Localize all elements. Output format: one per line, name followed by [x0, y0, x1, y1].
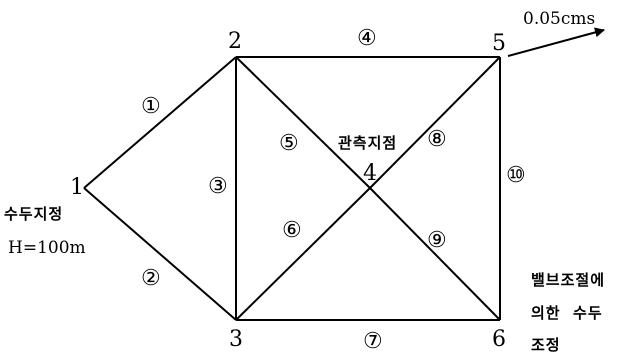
valve-note-line-1: 밸브조절에 — [531, 271, 605, 289]
node-1-label: 1 — [70, 175, 84, 200]
pipe-5-label: ⑤ — [279, 131, 299, 156]
valve-note-line-3: 조정 — [531, 336, 561, 354]
pipe-7-label: ⑦ — [363, 329, 383, 354]
head-node-title: 수두지정 — [4, 205, 63, 223]
pipe-6-label: ⑥ — [282, 218, 302, 243]
outflow-arrow — [507, 27, 605, 57]
flow-rate-label: 0.05cms — [523, 9, 595, 29]
pipe-1-label: ① — [141, 94, 161, 119]
node-2-label: 2 — [228, 29, 242, 54]
pipe-9 — [369, 187, 501, 321]
node-6-label: 6 — [492, 327, 506, 352]
pipe-1 — [83, 56, 237, 189]
node-4-label: 4 — [363, 161, 377, 186]
valve-note-line-2: 의한 수두 — [531, 304, 603, 322]
pipe-4-label: ④ — [357, 26, 377, 51]
pipe-10-label: ⑩ — [506, 163, 526, 188]
pipe-3-label: ③ — [208, 174, 228, 199]
pipe-8-label: ⑧ — [427, 127, 447, 152]
pipe-2 — [83, 187, 237, 321]
pipe-2-label: ② — [141, 266, 161, 291]
observation-point-label: 관측지점 — [338, 134, 397, 152]
pipe-6 — [235, 187, 371, 321]
pipe-5 — [235, 56, 371, 189]
node-5-label: 5 — [492, 31, 506, 56]
pipe-9-label: ⑨ — [427, 228, 447, 253]
head-node-value: H=100m — [8, 238, 86, 258]
pipe-8 — [369, 56, 501, 189]
node-3-label: 3 — [229, 327, 243, 352]
